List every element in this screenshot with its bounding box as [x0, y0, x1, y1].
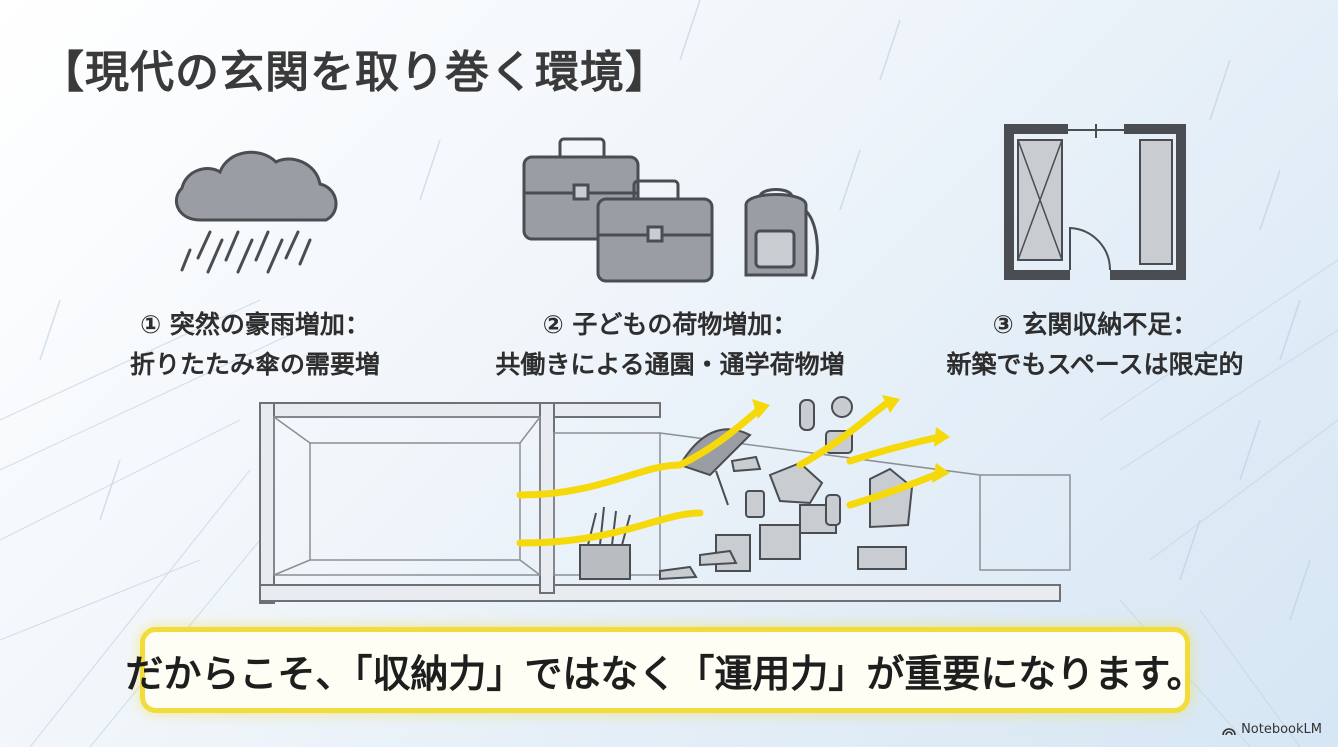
cause-1-detail: 折りたたみ傘の需要増 [129, 350, 380, 379]
floor-plan-icon [1000, 120, 1190, 294]
conclusion-banner: だからこそ、「収納力」ではなく「運用力」が重要になります。 [125, 627, 1205, 713]
brand-watermark: NotebookLM [1221, 722, 1322, 737]
cause-label-luggage: ② 子どもの荷物増加： 共働きによる通園・通学荷物増 [480, 305, 860, 385]
cause-2-detail: 共働きによる通園・通学荷物増 [495, 350, 845, 379]
cause-label-rain: ① 突然の豪雨増加： 折りたたみ傘の需要増 [65, 305, 445, 385]
brand-name: NotebookLM [1241, 722, 1322, 737]
cause-1-title: ① 突然の豪雨増加： [140, 310, 370, 339]
page-title: 【現代の玄関を取り巻く環境】 [40, 47, 670, 98]
rain-cloud-icon [160, 140, 350, 294]
notebooklm-logo-icon [1222, 727, 1236, 735]
briefcase-backpack-icon [520, 135, 830, 289]
entrance-scene-illustration [259, 395, 1071, 604]
cause-label-storage: ③ 玄関収納不足： 新築でもスペースは限定的 [905, 305, 1285, 385]
cause-2-title: ② 子どもの荷物増加： [542, 310, 798, 339]
cause-3-detail: 新築でもスペースは限定的 [946, 350, 1244, 379]
conclusion-text: だからこそ、「収納力」ではなく「運用力」が重要になります。 [125, 651, 1205, 696]
cause-3-title: ③ 玄関収納不足： [992, 310, 1198, 339]
